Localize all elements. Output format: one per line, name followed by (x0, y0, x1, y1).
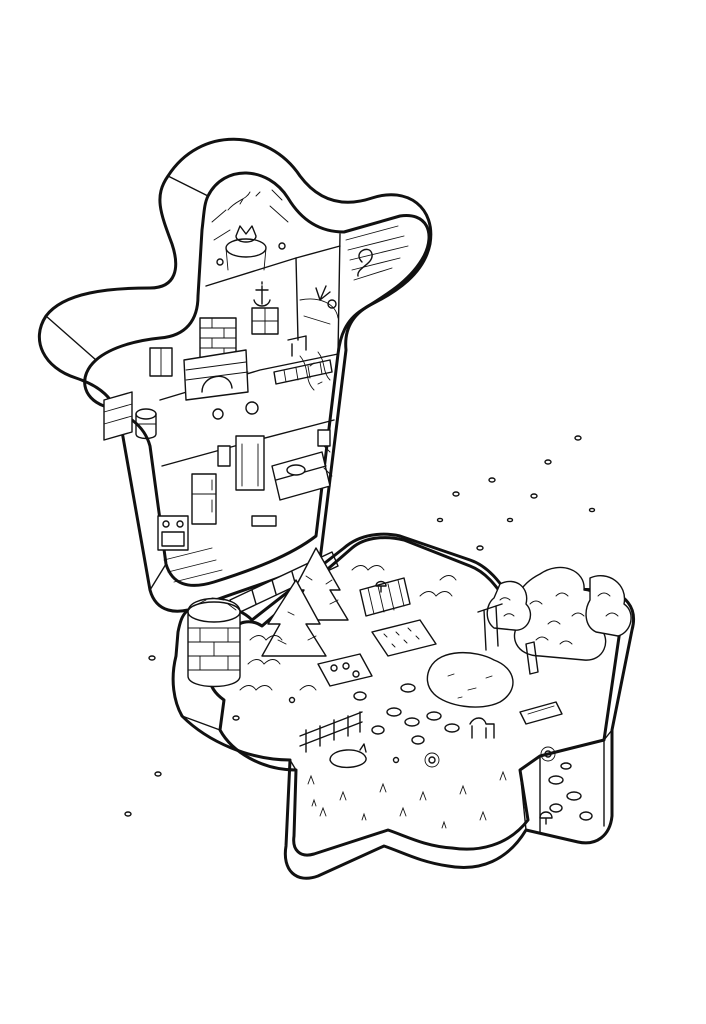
lid-back-shell (37, 137, 433, 613)
bed-icon (271, 451, 331, 501)
attic-floor (205, 245, 341, 287)
plant-icon (315, 285, 331, 301)
mushroom-icon (539, 811, 553, 825)
middle-floor (103, 281, 339, 441)
right-room (299, 225, 409, 325)
lid (37, 137, 433, 613)
fireplace-icon (183, 317, 249, 401)
base-inner-rim (208, 536, 624, 857)
lid-inner-rim (83, 171, 431, 587)
garden (187, 547, 632, 829)
tower-icon (187, 597, 241, 688)
barrel-icon (135, 408, 157, 440)
attic-room (211, 189, 289, 271)
dog-icon (469, 717, 495, 739)
fridge-icon (191, 473, 217, 525)
rope-swirl-icon (357, 248, 373, 277)
base (171, 532, 635, 880)
doorway (235, 435, 265, 491)
cat-icon (235, 225, 257, 243)
tree-cluster (486, 566, 632, 661)
cat-icon (329, 743, 367, 768)
pine-tree-icon (261, 579, 327, 657)
stepping-stones (353, 683, 593, 821)
falling-petals (124, 435, 596, 817)
fence (299, 711, 363, 753)
anchor-icon (253, 281, 271, 307)
stove-icon (157, 515, 189, 551)
lower-floor (157, 419, 335, 583)
pond (426, 651, 514, 708)
house-interior (103, 189, 409, 583)
flower-icon (288, 696, 556, 768)
